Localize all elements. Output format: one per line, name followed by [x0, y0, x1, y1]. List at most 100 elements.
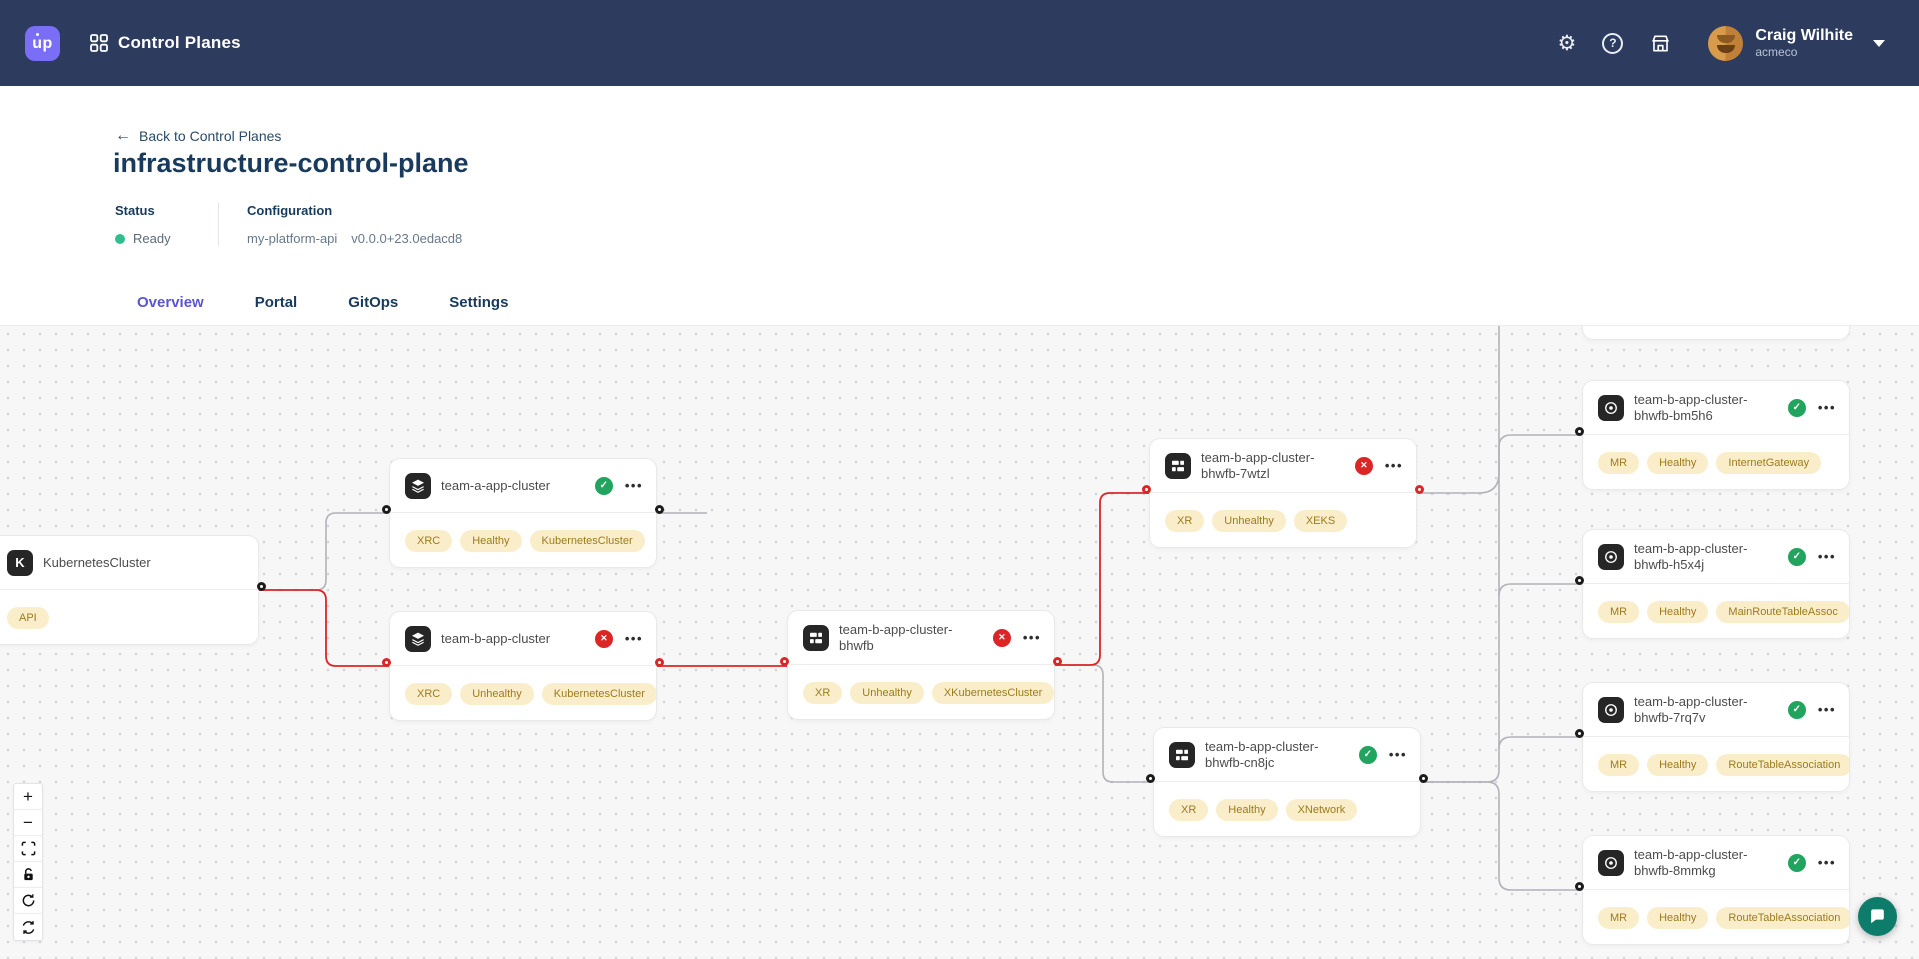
node-title: team-b-app-cluster	[441, 630, 551, 646]
edge-handle-left[interactable]	[382, 505, 391, 514]
edge-handle-left[interactable]	[780, 657, 789, 666]
edge-handle-left[interactable]	[1575, 576, 1584, 585]
node-menu-button[interactable]	[1816, 702, 1836, 717]
claim-icon	[405, 625, 431, 652]
status-healthy-icon	[1787, 398, 1806, 417]
user-name: Craig Wilhite	[1755, 26, 1853, 44]
node-card-team-b-app-cluster-bhwfb-7rq7v[interactable]: team-b-app-cluster-bhwfb-7rq7v MR Health…	[1575, 683, 1849, 791]
avatar	[1708, 25, 1744, 61]
partial-node-card[interactable]	[1583, 326, 1849, 339]
status-healthy-icon	[594, 476, 613, 495]
edge-handle-right[interactable]	[1415, 485, 1424, 494]
badge: Healthy	[460, 530, 522, 552]
user-menu[interactable]: Craig Wilhite acmeco	[1708, 25, 1885, 61]
status-healthy-icon	[1787, 547, 1806, 566]
edge-handle-left[interactable]	[1575, 729, 1584, 738]
tab-bar: Overview Portal GitOps Settings	[115, 284, 530, 328]
edge-handle-right[interactable]	[655, 658, 664, 667]
node-menu-button[interactable]	[623, 631, 643, 646]
configuration-name: my-platform-api	[247, 231, 338, 246]
node-card-team-a-app-cluster[interactable]: team-a-app-cluster XRC Healthy Kubernete…	[382, 459, 664, 567]
node-menu-button[interactable]	[1816, 549, 1836, 564]
edge-handle-right[interactable]	[655, 505, 664, 514]
node-menu-button[interactable]	[1816, 855, 1836, 870]
node-card-team-b-app-cluster-bhwfb-7wtzl[interactable]: team-b-app-cluster-bhwfb-7wtzl XR Unheal…	[1142, 439, 1424, 547]
marketplace-icon[interactable]	[1649, 32, 1672, 55]
node-menu-button[interactable]	[1387, 747, 1407, 762]
canvas-controls	[14, 784, 42, 940]
badge: RouteTableAssociation	[1716, 907, 1849, 929]
node-menu-button[interactable]	[1021, 630, 1041, 645]
gear-icon[interactable]: ⚙	[1557, 31, 1577, 55]
node-title: team-b-app-cluster-bhwfb	[839, 621, 953, 653]
edge-handle-left[interactable]	[1575, 882, 1584, 891]
node-card-kubernetescluster[interactable]: K KubernetesCluster API	[0, 536, 266, 644]
badge: XR	[1165, 510, 1205, 532]
badge: MR	[1598, 754, 1640, 776]
tab-gitops[interactable]: GitOps	[348, 294, 399, 311]
node-title: KubernetesCluster	[43, 554, 151, 570]
managed-icon	[1598, 696, 1624, 723]
node-menu-button[interactable]	[623, 478, 643, 493]
managed-icon	[1598, 394, 1624, 421]
node-title: team-b-app-cluster-bhwfb-h5x4j	[1634, 540, 1748, 572]
refresh-icon[interactable]	[14, 914, 42, 940]
node-card-team-b-app-cluster-bhwfb-h5x4j[interactable]: team-b-app-cluster-bhwfb-h5x4j MR Health…	[1575, 530, 1849, 638]
badge: XR	[1169, 799, 1209, 821]
node-title: team-b-app-cluster-bhwfb-7rq7v	[1634, 693, 1748, 725]
node-card-team-b-app-cluster-bhwfb-cn8jc[interactable]: team-b-app-cluster-bhwfb-cn8jc XR Health…	[1146, 728, 1428, 836]
resource-graph-canvas[interactable]: K KubernetesCluster API team-a-app-clust…	[0, 325, 1919, 959]
node-card-team-b-app-cluster-bhwfb-bm5h6[interactable]: team-b-app-cluster-bhwfb-bm5h6 MR Health…	[1575, 381, 1849, 489]
composite-icon	[803, 624, 829, 651]
composite-icon	[1165, 452, 1191, 479]
page-context-title: Control Planes	[118, 33, 241, 52]
status-value: Ready	[133, 231, 171, 246]
badge: MR	[1598, 601, 1640, 623]
rotate-icon[interactable]	[14, 888, 42, 914]
tab-portal[interactable]: Portal	[254, 294, 298, 311]
node-title: team-b-app-cluster-bhwfb-7wtzl	[1201, 449, 1315, 481]
managed-icon	[1598, 543, 1624, 570]
badge: MR	[1598, 907, 1640, 929]
zoom-in-button[interactable]	[14, 784, 42, 810]
back-link[interactable]: Back to Control Planes	[115, 127, 281, 145]
badge: InternetGateway	[1716, 452, 1822, 474]
badge: Healthy	[1647, 754, 1709, 776]
badge: API	[7, 607, 49, 629]
badge: XR	[803, 682, 843, 704]
node-card-team-b-app-cluster-bhwfb[interactable]: team-b-app-cluster-bhwfb XR Unhealthy XK…	[780, 611, 1062, 719]
status-healthy-icon	[1787, 700, 1806, 719]
lock-icon[interactable]	[14, 862, 42, 888]
node-title: team-b-app-cluster-bhwfb-bm5h6	[1634, 391, 1748, 423]
fit-view-button[interactable]	[14, 836, 42, 862]
node-menu-button[interactable]	[1816, 400, 1836, 415]
edge-handle-left[interactable]	[1575, 427, 1584, 436]
meta-row: Status Ready Configuration my-platform-a…	[115, 203, 462, 246]
badge: MR	[1598, 452, 1640, 474]
edge-handle-left[interactable]	[1146, 774, 1155, 783]
edges-layer	[257, 326, 1583, 891]
edge-handle-right[interactable]	[1053, 657, 1062, 666]
edge-handle-right[interactable]	[257, 582, 266, 591]
node-card-team-b-app-cluster[interactable]: team-b-app-cluster XRC Unhealthy Kuberne…	[382, 612, 664, 720]
status-healthy-icon	[1787, 853, 1806, 872]
status-unhealthy-icon	[992, 628, 1011, 647]
node-menu-button[interactable]	[1383, 458, 1403, 473]
upbound-logo[interactable]: up	[25, 25, 60, 61]
node-title: team-a-app-cluster	[441, 477, 551, 493]
chat-launcher-button[interactable]	[1858, 897, 1897, 936]
help-icon[interactable]	[1602, 32, 1624, 54]
zoom-out-button[interactable]	[14, 810, 42, 836]
node-card-team-b-app-cluster-bhwfb-8mmkg[interactable]: team-b-app-cluster-bhwfb-8mmkg MR Health…	[1575, 836, 1849, 944]
managed-icon	[1598, 849, 1624, 876]
badge: XNetwork	[1285, 799, 1358, 821]
tab-settings[interactable]: Settings	[449, 294, 509, 311]
badge: KubernetesCluster	[541, 683, 656, 705]
tab-overview[interactable]: Overview	[115, 284, 226, 328]
edge-handle-right[interactable]	[1419, 774, 1428, 783]
claim-icon	[405, 472, 431, 499]
edge-handle-left[interactable]	[382, 658, 391, 667]
edge-handle-left[interactable]	[1142, 485, 1151, 494]
user-org: acmeco	[1755, 45, 1798, 60]
badge: Unhealthy	[1212, 510, 1286, 532]
